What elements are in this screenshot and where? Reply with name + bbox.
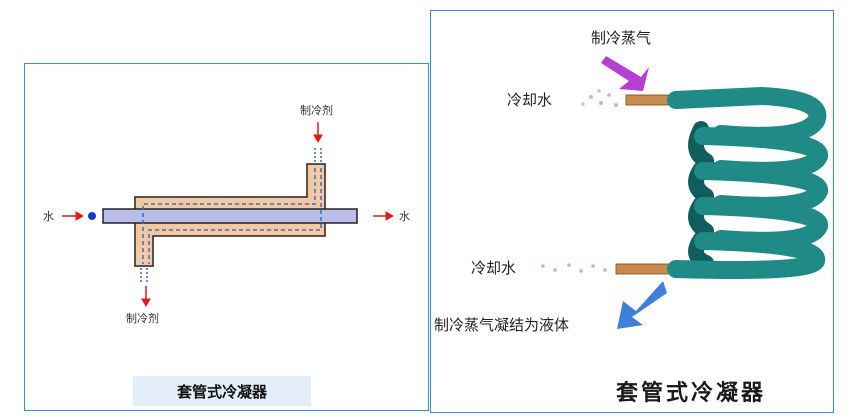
spray-top	[581, 89, 618, 107]
inlet-dots	[314, 148, 322, 164]
outlet-dots	[140, 268, 148, 282]
label-refrigerant-in: 制冷剂	[300, 104, 333, 117]
inner-pipe	[102, 208, 358, 224]
arrow-water-out	[373, 211, 395, 221]
water-inlet-dot	[88, 212, 96, 220]
arrow-water-in	[62, 211, 85, 221]
double-pipe-schematic	[62, 122, 395, 308]
coil-front	[667, 86, 828, 279]
arrow-refrigerant-out	[141, 286, 151, 308]
schematic-panel: 制冷剂 制冷剂 水 水 套管式冷凝器	[24, 63, 429, 411]
label-cooling-water-top: 冷却水	[507, 91, 553, 109]
coil-panel: 制冷蒸气 冷却水 冷却水 制冷蒸气凝结为液体 套管式冷凝器	[430, 10, 834, 413]
spray-bottom	[541, 263, 607, 273]
vapor-in-arrow	[601, 56, 649, 91]
label-water-out: 水	[399, 210, 410, 223]
schematic-caption: 套管式冷凝器	[133, 376, 311, 406]
label-cooling-water-bottom: 冷却水	[471, 259, 517, 277]
label-condensed-liquid: 制冷蒸气凝结为液体	[434, 316, 570, 334]
label-refrigerant-vapor: 制冷蒸气	[591, 29, 652, 47]
coil-title: 套管式冷凝器	[616, 380, 767, 406]
label-water-in: 水	[43, 210, 54, 223]
label-refrigerant-out: 制冷剂	[126, 312, 159, 325]
refrigerant-flow-dashed-2	[148, 168, 322, 264]
condensed-out-arrow	[617, 281, 667, 329]
arrow-refrigerant-in	[313, 122, 323, 144]
refrigerant-flow-dashed	[142, 168, 316, 264]
coil-illustration	[541, 56, 828, 329]
